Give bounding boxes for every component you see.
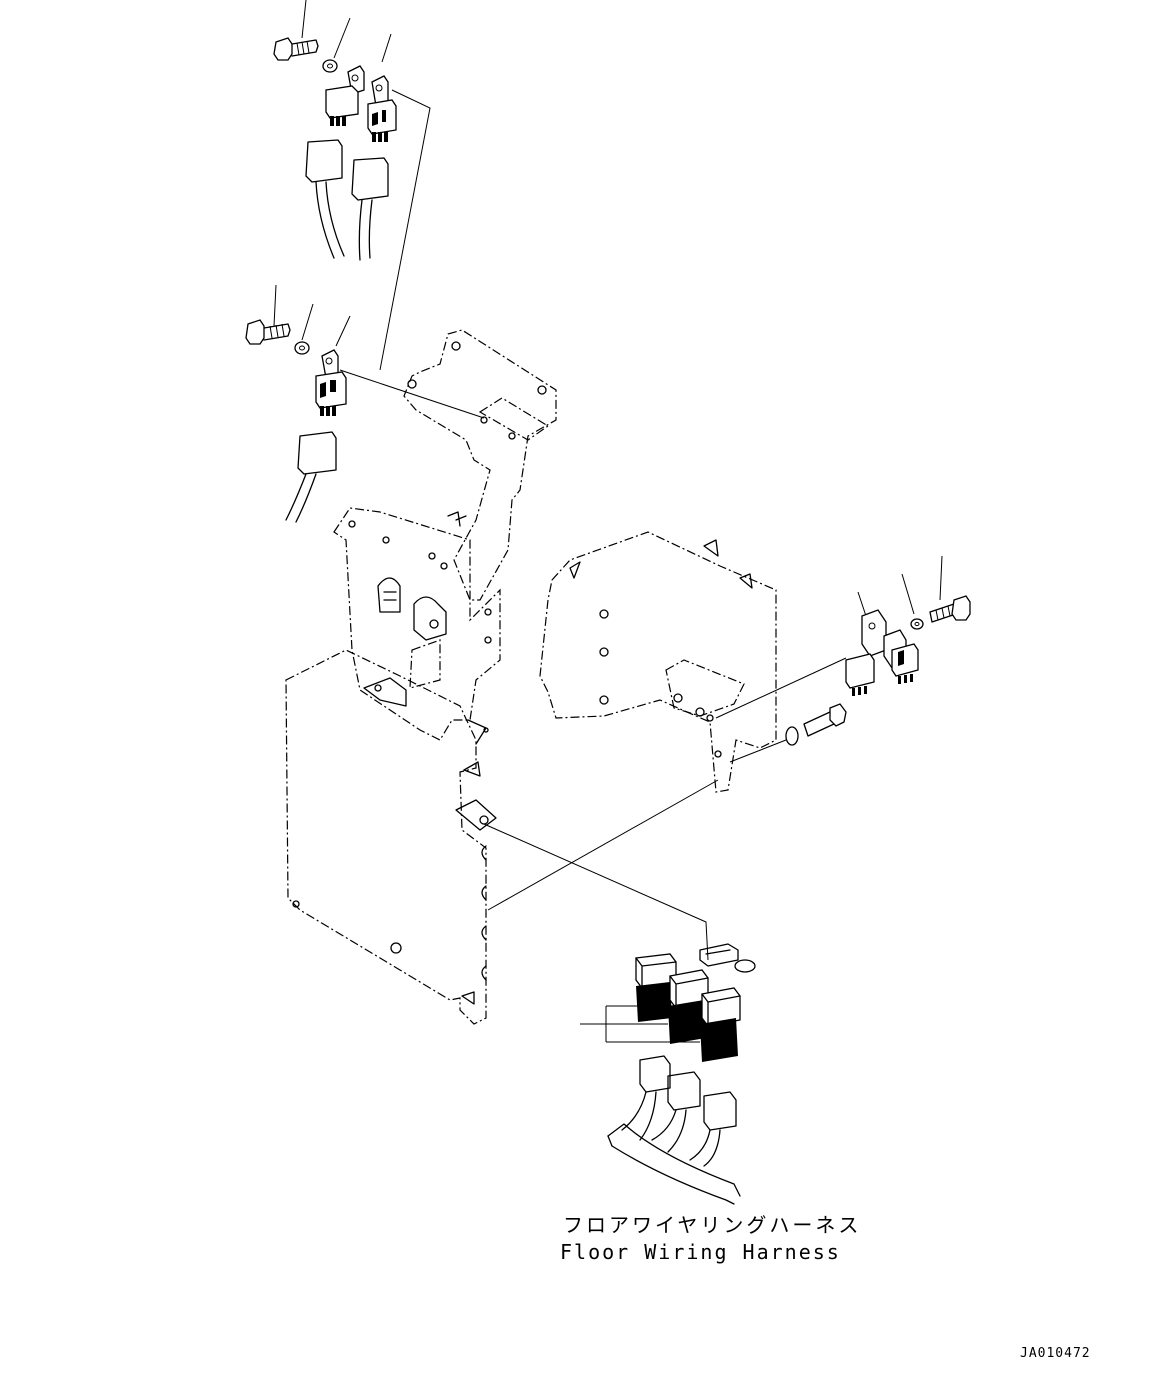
right-relay-assembly	[715, 555, 971, 763]
relay-icon	[635, 953, 677, 1022]
harness-label-japanese: フロアワイヤリングハーネス	[563, 1213, 862, 1237]
relay-icon	[315, 349, 347, 416]
leader-line	[939, 555, 943, 601]
main-panel	[285, 507, 501, 1025]
top-relay-assembly	[273, 0, 431, 371]
leader-line	[333, 17, 351, 59]
relay-icon	[325, 65, 365, 126]
harness-lead-line	[379, 89, 431, 371]
connector-socket-icon	[305, 139, 345, 259]
drawing-number: JA010472	[1020, 1346, 1091, 1361]
relay-icon	[883, 629, 919, 684]
leader-line	[301, 0, 307, 39]
relay-icon	[845, 609, 887, 696]
upper-bracket	[403, 329, 557, 601]
washer-icon	[322, 59, 338, 73]
harness-lead-line	[483, 823, 709, 961]
floor-wiring-harness	[607, 1055, 741, 1205]
middle-relay-assembly	[245, 284, 485, 523]
leader-line	[901, 573, 915, 615]
connector-socket-icon	[351, 157, 389, 261]
relay-icon	[700, 987, 741, 1062]
bolt-icon	[273, 37, 319, 61]
bolt-icon	[245, 319, 291, 345]
harness-lead-line	[729, 739, 787, 763]
leader-line	[301, 303, 314, 341]
leader-line	[273, 284, 277, 327]
harness-label-english: Floor Wiring Harness	[560, 1240, 841, 1264]
relay-block	[580, 943, 756, 1062]
leader-line	[381, 33, 392, 63]
washer-icon	[294, 341, 310, 355]
washer-icon	[910, 618, 924, 630]
leader-line	[335, 315, 351, 347]
washer-icon	[785, 726, 799, 746]
relay-icon	[367, 75, 397, 142]
bolt-icon	[803, 703, 847, 737]
harness-lead-line	[715, 657, 847, 719]
bolt-icon	[929, 595, 971, 623]
harness-lead-line	[339, 369, 485, 419]
connector-socket-icon	[285, 431, 337, 523]
harness-lead-line	[487, 779, 719, 911]
leader-line	[580, 1005, 700, 1043]
relay-icon	[668, 969, 709, 1044]
right-bracket	[539, 531, 777, 793]
